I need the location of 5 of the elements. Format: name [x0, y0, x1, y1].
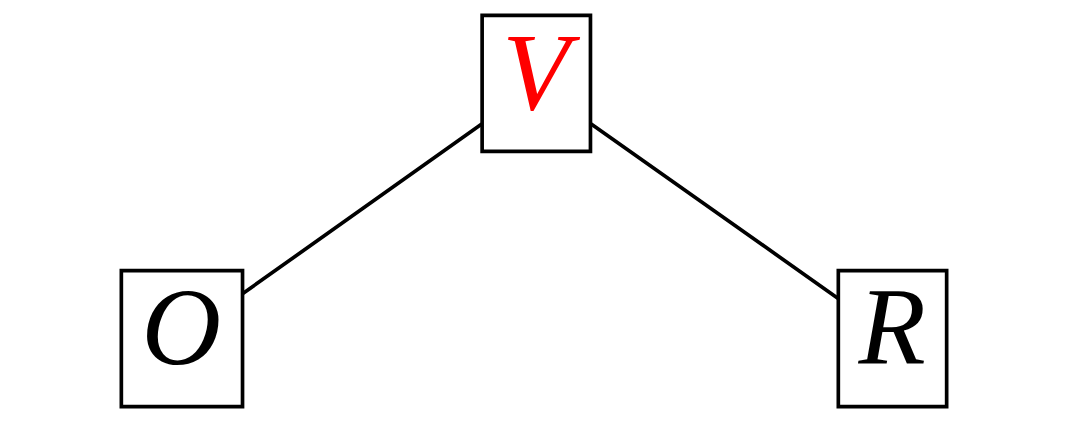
node-box: O: [119, 268, 245, 409]
connector: [590, 122, 840, 300]
connector: [241, 122, 483, 296]
node-box: R: [836, 268, 949, 409]
node-box: V: [480, 13, 593, 154]
